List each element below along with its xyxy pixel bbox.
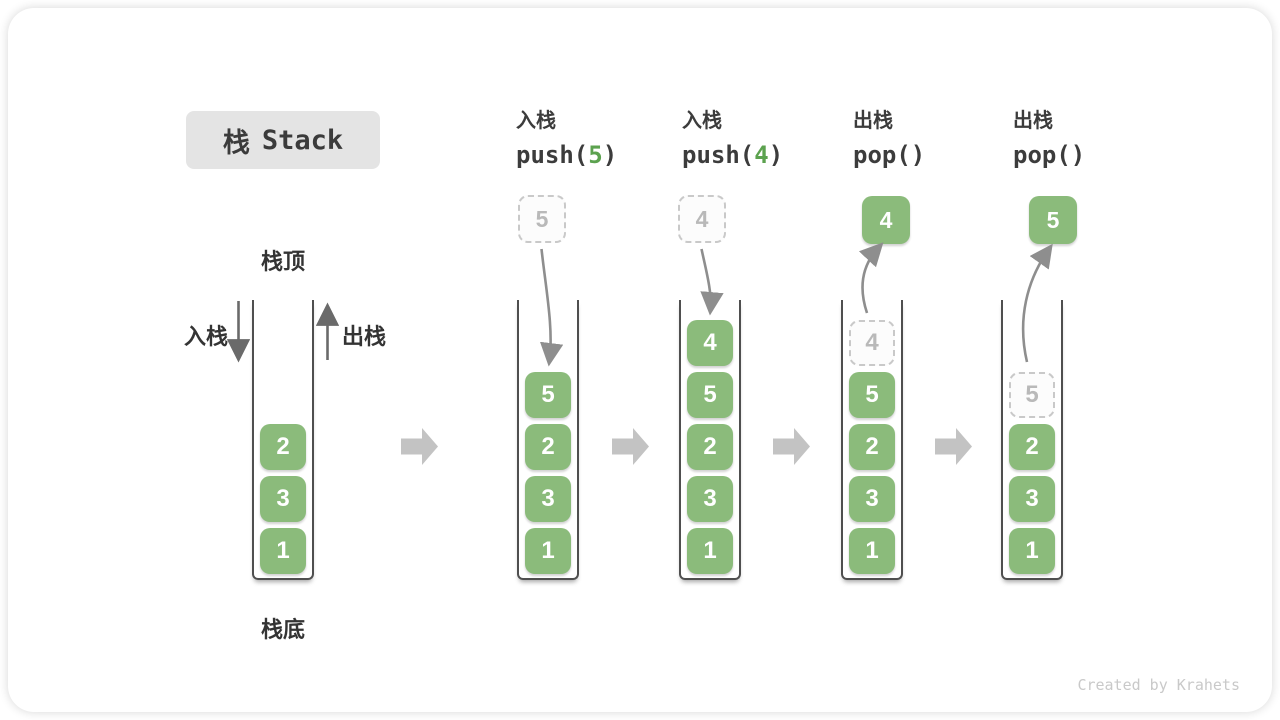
flow-arrow-icon — [935, 428, 972, 465]
flow-arrow-icon — [612, 428, 649, 465]
stage-code-label: push(5) — [516, 141, 617, 169]
push-label: 入栈 — [183, 324, 228, 349]
stage-header-pop-4: 出栈 pop() — [853, 104, 925, 169]
stack-box: 5 — [849, 372, 895, 418]
code-post: ) — [768, 141, 784, 169]
stage-op-label: 出栈 — [853, 110, 893, 132]
stack-box: 5 — [525, 372, 571, 418]
floating-box-popped-4: 4 — [862, 196, 910, 244]
stack-box: 1 — [849, 528, 895, 574]
stage-op-label: 入栈 — [516, 110, 556, 132]
watermark: Created by Krahets — [1077, 676, 1240, 694]
pop-label: 出栈 — [342, 324, 387, 349]
code-post: ) — [602, 141, 618, 169]
stack-box: 5 — [687, 372, 733, 418]
flow-arrow-icon — [773, 428, 810, 465]
stage-op-label: 入栈 — [682, 110, 722, 132]
stack-container-initial: 1 3 2 — [252, 300, 314, 580]
stack-box: 2 — [687, 424, 733, 470]
stack-box: 3 — [260, 476, 306, 522]
code-pre: push( — [516, 141, 589, 169]
ghost-box-removed-4: 4 — [849, 320, 895, 366]
stage-code-label: pop() — [1013, 141, 1085, 169]
stack-box: 3 — [525, 476, 571, 522]
stack-container-push-4: 1 3 2 5 4 — [679, 300, 741, 580]
code-pre: pop( — [853, 141, 911, 169]
flow-arrow-icon — [401, 428, 438, 465]
stack-box: 3 — [687, 476, 733, 522]
stack-top-label: 栈顶 — [260, 249, 305, 274]
ghost-box-removed-5: 5 — [1009, 372, 1055, 418]
code-post: ) — [1070, 141, 1086, 169]
stack-box: 3 — [1009, 476, 1055, 522]
stack-container-push-5: 1 3 2 5 — [517, 300, 579, 580]
title-latin: Stack — [261, 124, 344, 156]
stack-box: 1 — [525, 528, 571, 574]
floating-box-dashed-5: 5 — [518, 195, 566, 243]
stage-code-label: pop() — [853, 141, 925, 169]
stack-bottom-label: 栈底 — [260, 617, 305, 642]
stack-box: 1 — [1009, 528, 1055, 574]
code-pre: push( — [682, 141, 755, 169]
title-cjk: 栈 — [222, 127, 250, 158]
stage-header-push-5: 入栈 push(5) — [516, 104, 617, 169]
code-arg: 5 — [588, 141, 603, 169]
stack-box: 3 — [849, 476, 895, 522]
stack-box: 1 — [687, 528, 733, 574]
stack-container-pop-5: 1 3 2 5 — [1001, 300, 1063, 580]
stage-header-pop-5: 出栈 pop() — [1013, 104, 1085, 169]
stage-op-label: 出栈 — [1013, 110, 1053, 132]
stage-header-push-4: 入栈 push(4) — [682, 104, 783, 169]
stack-container-pop-4: 1 3 2 5 4 — [841, 300, 903, 580]
stack-box: 2 — [260, 424, 306, 470]
stack-box: 1 — [260, 528, 306, 574]
stack-box: 2 — [525, 424, 571, 470]
diagram-card: 栈 Stack 栈顶 栈底 入栈 出栈 入栈 push(5) 入栈 push(4… — [8, 8, 1272, 712]
floating-box-dashed-4: 4 — [678, 195, 726, 243]
stack-box: 2 — [1009, 424, 1055, 470]
stage-code-label: push(4) — [682, 141, 783, 169]
code-arg: 4 — [754, 141, 769, 169]
stack-box: 2 — [849, 424, 895, 470]
title-chip: 栈 Stack — [186, 111, 380, 169]
code-post: ) — [910, 141, 926, 169]
floating-box-popped-5: 5 — [1029, 196, 1077, 244]
code-pre: pop( — [1013, 141, 1071, 169]
stack-box: 4 — [687, 320, 733, 366]
